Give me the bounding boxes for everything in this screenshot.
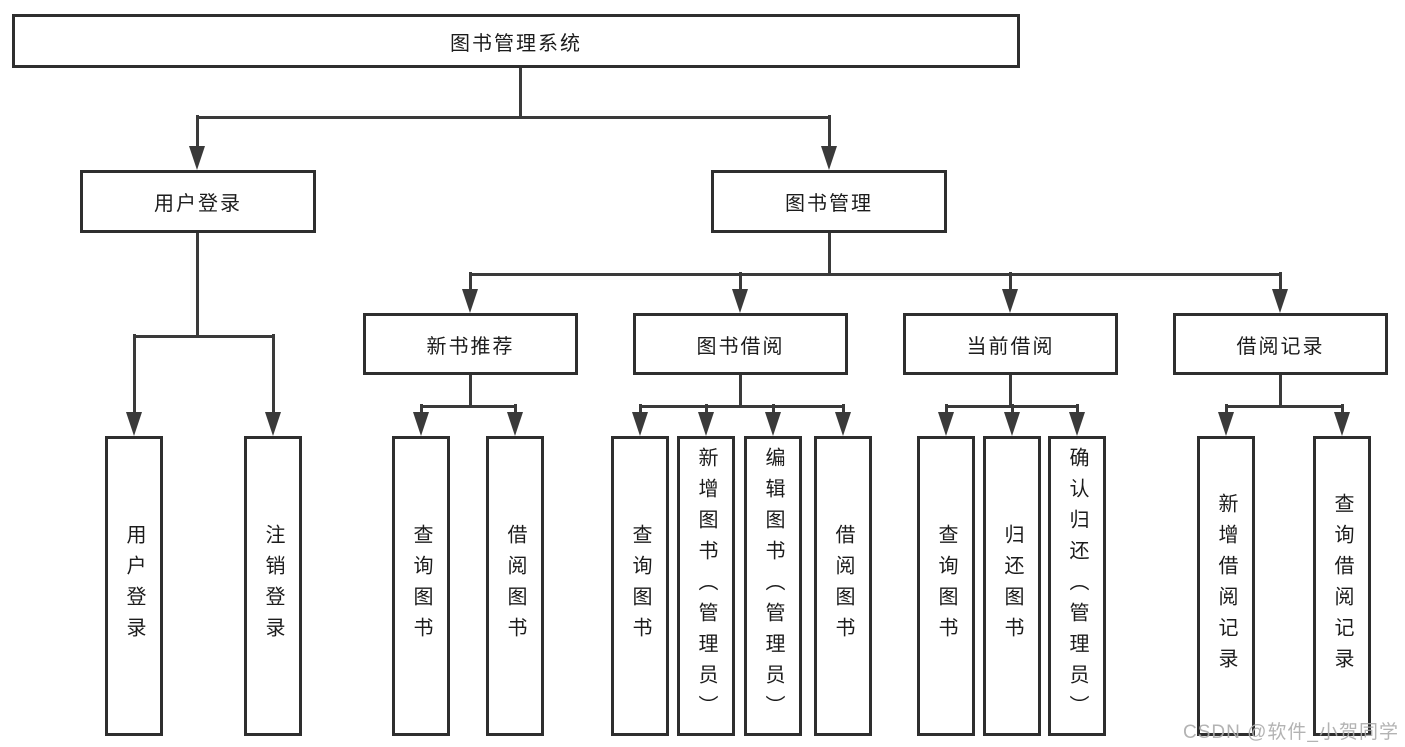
arrowhead-down <box>632 412 648 436</box>
csdn-watermark: CSDN @软件_小贺同学 <box>1183 722 1399 743</box>
arrowhead-down <box>507 412 523 436</box>
node-label: 新书推荐 <box>426 335 515 358</box>
node-new-book-recommendation: 新书推荐 <box>363 313 578 375</box>
node-borrowing-records: 借阅记录 <box>1173 313 1388 375</box>
leaf-label: 查询图书 <box>410 524 432 648</box>
arrowhead-down <box>126 412 142 436</box>
leaf-label: 借阅图书 <box>504 524 526 648</box>
leaf-label: 新增图书（管理员） <box>695 446 717 726</box>
connector-line <box>420 404 516 408</box>
leaf-add-borrow-record: 新增借阅记录 <box>1197 436 1255 736</box>
leaf-borrow-books-borrowing: 借阅图书 <box>814 436 872 736</box>
leaf-logout: 注销登录 <box>244 436 302 736</box>
connector-line <box>195 115 199 154</box>
arrowhead-down <box>765 412 781 436</box>
connector-line <box>738 272 742 297</box>
node-current-borrowing: 当前借阅 <box>903 313 1118 375</box>
arrowhead-down <box>1272 289 1288 313</box>
leaf-label: 注销登录 <box>262 524 284 648</box>
connector-line <box>271 334 275 420</box>
arrowhead-down <box>413 412 429 436</box>
connector-line <box>468 272 472 297</box>
leaf-label: 确认归还（管理员） <box>1066 446 1088 726</box>
node-label: 当前借阅 <box>966 335 1055 358</box>
node-label: 图书管理 <box>785 193 873 215</box>
arrowhead-down <box>1002 289 1018 313</box>
connector-line <box>639 404 844 408</box>
leaf-query-books-current: 查询图书 <box>917 436 975 736</box>
connector-line <box>1225 404 1343 408</box>
leaf-label: 查询图书 <box>629 524 651 648</box>
connector-line <box>468 373 472 408</box>
connector-line <box>518 66 522 119</box>
leaf-query-books-recommend: 查询图书 <box>392 436 450 736</box>
connector-line <box>196 115 830 119</box>
connector-line <box>827 115 831 154</box>
node-book-borrowing: 图书借阅 <box>633 313 848 375</box>
leaf-add-book-admin: 新增图书（管理员） <box>677 436 735 736</box>
leaf-label: 查询图书 <box>935 524 957 648</box>
connector-line <box>133 334 274 338</box>
connector-line <box>132 334 136 420</box>
arrowhead-down <box>732 289 748 313</box>
arrowhead-down <box>1334 412 1350 436</box>
arrowhead-down <box>462 289 478 313</box>
arrowhead-down <box>698 412 714 436</box>
leaf-query-books-borrowing: 查询图书 <box>611 436 669 736</box>
connector-line <box>195 231 199 338</box>
leaf-borrow-books-recommend: 借阅图书 <box>486 436 544 736</box>
node-label: 图书借阅 <box>696 335 785 358</box>
leaf-return-books: 归还图书 <box>983 436 1041 736</box>
leaf-edit-book-admin: 编辑图书（管理员） <box>744 436 802 736</box>
leaf-label: 编辑图书（管理员） <box>762 446 784 726</box>
connector-line <box>827 231 831 276</box>
connector-line <box>1008 272 1012 297</box>
connector-line <box>1008 373 1012 408</box>
leaf-label: 借阅图书 <box>832 524 854 648</box>
node-book-management: 图书管理 <box>711 170 947 233</box>
connector-line <box>738 373 742 408</box>
leaf-confirm-return-admin: 确认归还（管理员） <box>1048 436 1106 736</box>
leaf-label: 用户登录 <box>123 524 145 648</box>
arrowhead-down <box>938 412 954 436</box>
arrowhead-down <box>821 146 837 170</box>
arrowhead-down <box>1069 412 1085 436</box>
node-label: 用户登录 <box>154 193 242 215</box>
arrowhead-down <box>189 146 205 170</box>
node-library-management-system: 图书管理系统 <box>12 14 1020 68</box>
arrowhead-down <box>835 412 851 436</box>
arrowhead-down <box>265 412 281 436</box>
node-label: 借阅记录 <box>1236 335 1325 358</box>
node-label: 图书管理系统 <box>450 32 582 55</box>
arrowhead-down <box>1218 412 1234 436</box>
node-user-login: 用户登录 <box>80 170 316 233</box>
leaf-label: 查询借阅记录 <box>1331 493 1353 679</box>
leaf-query-borrow-record: 查询借阅记录 <box>1313 436 1371 736</box>
connector-line <box>1278 272 1282 297</box>
leaf-user-login: 用户登录 <box>105 436 163 736</box>
arrowhead-down <box>1004 412 1020 436</box>
connector-line <box>469 272 1281 276</box>
connector-line <box>1278 373 1282 408</box>
leaf-label: 归还图书 <box>1001 524 1023 648</box>
leaf-label: 新增借阅记录 <box>1215 493 1237 679</box>
